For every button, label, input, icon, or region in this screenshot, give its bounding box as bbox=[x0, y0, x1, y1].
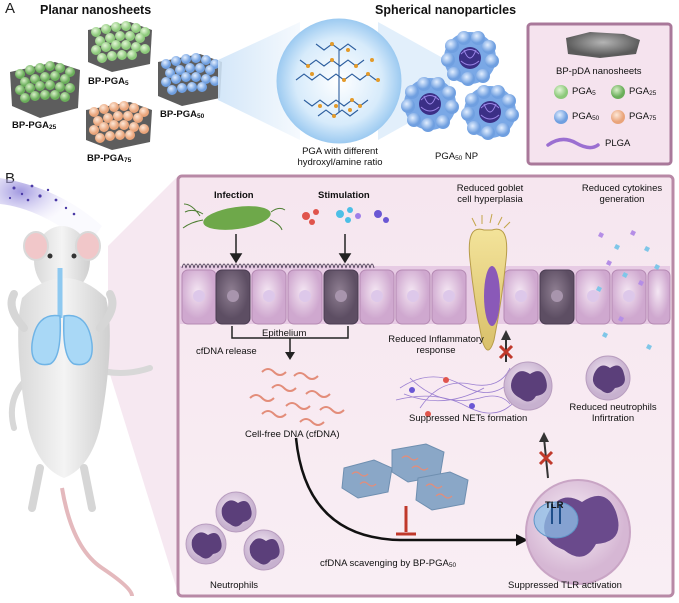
legend-title: BP-pDA nanosheets bbox=[556, 66, 642, 77]
label-neutrophils: Neutrophils bbox=[210, 580, 259, 591]
label-goblet-2: cell hyperplasia bbox=[457, 194, 523, 205]
label-pga50-np: PGA50 NP bbox=[435, 151, 479, 162]
label-nets: Suppressed NETs formation bbox=[409, 413, 528, 424]
zoom-fan-left bbox=[218, 22, 300, 140]
cfdna-fragments bbox=[249, 368, 345, 426]
blocked-arrow-nets bbox=[538, 432, 554, 479]
label-cfdna: Cell-free DNA (cfDNA) bbox=[245, 429, 340, 440]
label-tlr: TLR bbox=[545, 500, 564, 511]
label-neutro-red-1: Reduced neutrophils bbox=[569, 402, 657, 413]
bp-pda-sheet-icon bbox=[566, 32, 640, 58]
nets-structure bbox=[395, 367, 515, 414]
pga50-nanoparticles bbox=[401, 31, 519, 140]
label-stimulation: Stimulation bbox=[318, 190, 370, 201]
legend-pga75: PGA75 bbox=[629, 111, 657, 122]
legend-pga5-dot bbox=[554, 85, 568, 99]
tlr-neutrophil bbox=[525, 479, 631, 585]
bacterium-icon bbox=[182, 203, 286, 231]
legend-pga50-dot bbox=[554, 110, 568, 124]
label-bp-pga25: BP-PGA25 bbox=[12, 120, 57, 131]
inhibition-marker bbox=[396, 506, 416, 536]
legend-plga-line bbox=[546, 137, 600, 150]
bp-pga50-sheet bbox=[158, 53, 222, 106]
cfdna-pathway-arrow bbox=[294, 437, 520, 542]
pga-polymer-lens bbox=[276, 18, 402, 144]
label-infection: Infection bbox=[214, 190, 254, 201]
epithelium-layer bbox=[180, 263, 671, 325]
neutrophil-group bbox=[185, 491, 285, 571]
bp-pga5-sheet bbox=[88, 21, 152, 72]
net-neutrophil bbox=[503, 361, 553, 411]
label-goblet-1: Reduced goblet bbox=[456, 183, 524, 194]
stimulation-particles bbox=[302, 207, 389, 225]
legend-box bbox=[526, 22, 673, 166]
label-bp-pga75: BP-PGA75 bbox=[87, 153, 132, 164]
legend-pga50: PGA50 bbox=[572, 111, 600, 122]
legend-pga25-dot bbox=[611, 85, 625, 99]
label-tlr-activation: Suppressed TLR activation bbox=[508, 580, 622, 591]
scavenging-nanosheets bbox=[341, 443, 469, 511]
legend-pga75-dot bbox=[611, 110, 625, 124]
pga-caption-line1: PGA with different bbox=[302, 146, 378, 157]
entry-arrows bbox=[229, 234, 352, 264]
spherical-nanoparticles-title: Spherical nanoparticles bbox=[375, 3, 517, 17]
cfdna-release-arrowhead bbox=[285, 352, 295, 360]
legend-pga5: PGA5 bbox=[572, 86, 596, 97]
label-cytokines-2: generation bbox=[599, 194, 645, 205]
label-inflammatory-1: Reduced Inflammatory bbox=[388, 334, 484, 345]
legend-pga25: PGA25 bbox=[629, 86, 657, 97]
label-bp-pga5: BP-PGA5 bbox=[88, 76, 129, 87]
nets-dots bbox=[409, 377, 475, 417]
spray-particles bbox=[8, 184, 76, 216]
pga-caption-line2: hydroxyl/amine ratio bbox=[297, 157, 383, 168]
panel-b-graphics bbox=[0, 174, 675, 598]
cfdna-pathway-arrowhead bbox=[516, 534, 528, 546]
label-neutro-red-2: Infirtration bbox=[591, 413, 635, 424]
goblet-cell bbox=[468, 213, 511, 351]
label-scavenging: cfDNA scavenging by BP-PGA50 bbox=[320, 558, 457, 569]
label-bp-pga50: BP-PGA50 bbox=[160, 109, 205, 120]
spray-cone bbox=[0, 178, 102, 246]
planar-nanosheets-title: Planar nanosheets bbox=[40, 3, 152, 17]
mouse-illustration bbox=[7, 226, 153, 597]
panel-b-letter: B bbox=[5, 170, 16, 187]
panel-a-letter: A bbox=[5, 0, 16, 17]
panel-a-graphics bbox=[10, 18, 673, 166]
legend-plga: PLGA bbox=[605, 138, 631, 149]
label-cytokines-1: Reduced cytokines bbox=[581, 183, 663, 194]
label-inflammatory-2: response bbox=[416, 345, 456, 356]
label-epithelium: Epithelium bbox=[262, 328, 307, 339]
cytokine-particles bbox=[596, 230, 660, 350]
infiltration-neutrophil bbox=[585, 355, 631, 401]
zoom-fan bbox=[108, 176, 178, 593]
label-cfdna-release: cfDNA release bbox=[196, 346, 257, 357]
zoom-fan-right bbox=[378, 22, 450, 140]
blocked-arrow-goblet bbox=[498, 330, 514, 362]
bp-pga25-sheet bbox=[10, 61, 80, 118]
bp-pga75-sheet bbox=[86, 101, 152, 150]
